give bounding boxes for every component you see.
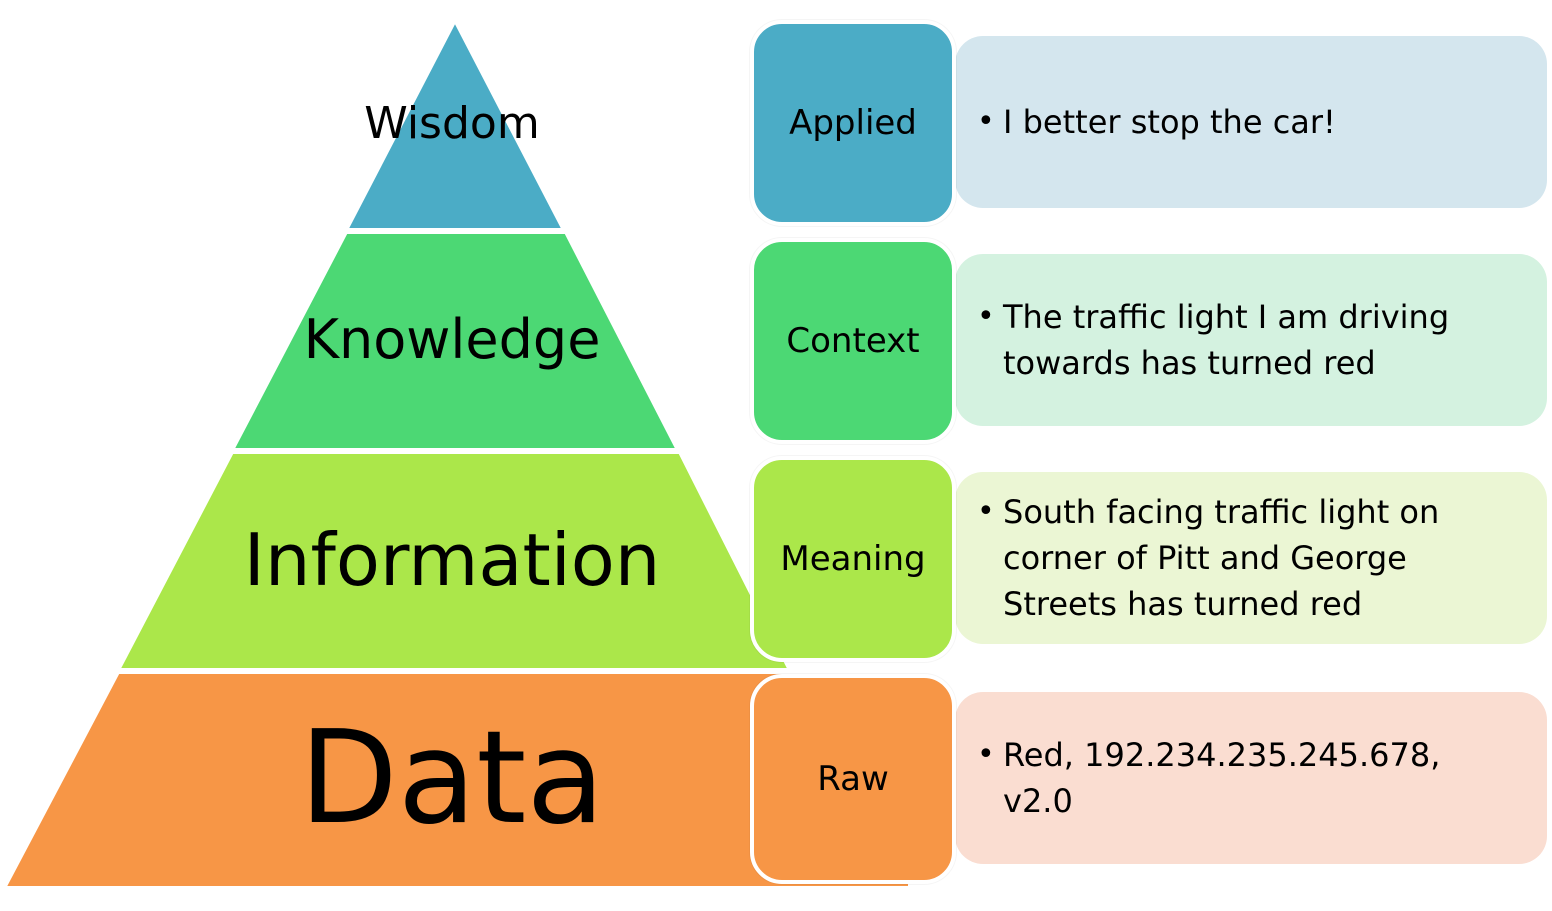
tier-label-data: Data [299, 704, 605, 853]
detail-box-raw: • Red, 192.234.235.245.678, v2.0 [955, 692, 1547, 864]
detail-text-context: The traffic light I am driving towards h… [1003, 298, 1450, 382]
tier-label-wisdom: Wisdom [364, 98, 539, 149]
detail-text-applied: I better stop the car! [1003, 103, 1336, 141]
list-item: • I better stop the car! [977, 99, 1336, 145]
list-item: • Red, 192.234.235.245.678, v2.0 [977, 732, 1440, 824]
tag-label-meaning: Meaning [780, 539, 926, 579]
tag-label-applied: Applied [789, 103, 917, 143]
detail-list: • The traffic light I am driving towards… [977, 294, 1449, 386]
tier-label-information: Information [244, 518, 661, 602]
row-meaning: • South facing traffic light on corner o… [750, 456, 1550, 662]
detail-text-meaning: South facing traffic light on corner of … [1003, 493, 1440, 623]
bullet-icon: • [977, 104, 995, 139]
detail-text-raw: Red, 192.234.235.245.678, v2.0 [1003, 736, 1441, 820]
tag-label-raw: Raw [817, 759, 889, 799]
row-raw: • Red, 192.234.235.245.678, v2.0 Raw [750, 674, 1550, 884]
tag-box-meaning: Meaning [750, 456, 956, 662]
tag-label-context: Context [786, 321, 920, 361]
bullet-icon: • [977, 299, 995, 334]
list-item: • The traffic light I am driving towards… [977, 294, 1449, 386]
tier-label-knowledge: Knowledge [304, 308, 601, 371]
detail-list: • I better stop the car! [977, 99, 1336, 145]
bullet-icon: • [977, 737, 995, 772]
detail-box-context: • The traffic light I am driving towards… [955, 254, 1547, 426]
tag-box-context: Context [750, 238, 956, 444]
row-applied: • I better stop the car! Applied [750, 20, 1550, 226]
bullet-icon: • [977, 494, 995, 529]
list-item: • South facing traffic light on corner o… [977, 489, 1439, 627]
detail-list: • Red, 192.234.235.245.678, v2.0 [977, 732, 1440, 824]
detail-list: • South facing traffic light on corner o… [977, 489, 1439, 627]
pyramid-tier-data [0, 670, 912, 890]
row-context: • The traffic light I am driving towards… [750, 238, 1550, 444]
detail-box-meaning: • South facing traffic light on corner o… [955, 472, 1547, 644]
detail-box-applied: • I better stop the car! [955, 36, 1547, 208]
tag-box-applied: Applied [750, 20, 956, 226]
tag-box-raw: Raw [750, 674, 956, 884]
